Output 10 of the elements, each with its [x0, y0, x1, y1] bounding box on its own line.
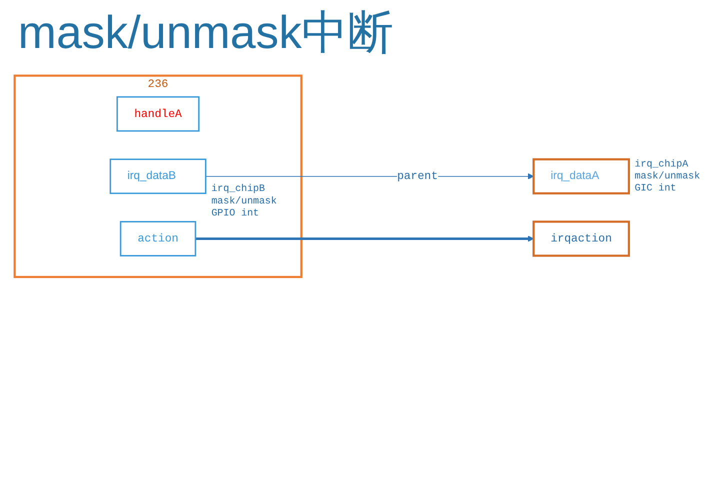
edge-label: parent [396, 170, 438, 183]
node-box: action [119, 221, 196, 256]
annotation-text: irq_chipA mask/unmask GIC int [634, 158, 701, 194]
node-box: handleA [116, 96, 200, 132]
arrow [194, 236, 534, 242]
node-box: irq_dataB [109, 158, 206, 194]
annotation-text: irq_chipB mask/unmask GPIO int [210, 183, 278, 220]
node-box: irqaction [532, 220, 630, 257]
node-box: irq_dataA [532, 158, 630, 194]
title: mask/unmask中断 [18, 5, 394, 60]
